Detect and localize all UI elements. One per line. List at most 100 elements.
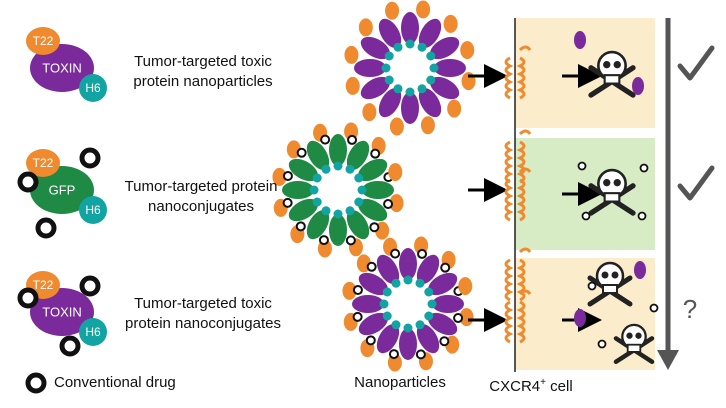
t22-subunit: [358, 18, 373, 37]
h6-subunit: [403, 323, 413, 333]
receptor-left-strand: [504, 56, 514, 100]
receptor-left-strand: [504, 178, 514, 222]
skull-eye: [603, 60, 611, 69]
released-toxin: [634, 261, 646, 279]
progression-arrowhead: [657, 350, 679, 370]
t22-subunit: [389, 194, 404, 213]
t22-subunit: [344, 45, 359, 64]
core-subunit: [401, 92, 419, 124]
h6-subunit: [426, 75, 436, 85]
core-subunit: [378, 18, 402, 48]
t22-subunit: [443, 14, 458, 33]
core-subunit: [354, 59, 386, 77]
cell-text: cell: [546, 378, 573, 395]
h6-subunit: [309, 185, 319, 195]
receptor-loop: [518, 129, 532, 136]
nanoparticle-row-1: [344, 0, 476, 136]
h6-subunit: [391, 320, 401, 330]
row-2-label-line-1: Tumor-targeted protein: [124, 178, 278, 195]
core-subunit: [428, 312, 458, 336]
t22-subunit: [458, 277, 473, 296]
drug-conjugate-icon: [369, 222, 380, 233]
h6-subunit: [379, 299, 389, 309]
core-subunit: [360, 36, 390, 60]
drug-conjugate-icon: [390, 248, 401, 259]
conventional-drug-icon: [35, 217, 57, 239]
t22-subunit: [416, 0, 431, 19]
h6-domain: [79, 196, 107, 224]
drug-conjugate-icon: [440, 262, 451, 273]
row-2-label: Tumor-targeted protein nanoconjugates: [112, 177, 290, 217]
h6-subunit: [405, 39, 415, 49]
skull-jaw: [603, 192, 621, 203]
h6-subunit: [312, 197, 322, 207]
h6-subunit: [415, 278, 425, 288]
core-subunit: [428, 272, 458, 296]
h6-subunit: [382, 311, 392, 321]
t22-domain: [26, 27, 60, 55]
cell-panel-row-1: [515, 18, 655, 128]
core-subunit: [352, 295, 384, 313]
released-drug: [597, 339, 607, 349]
h6-subunit: [333, 209, 343, 219]
conventional-drug-icon: [79, 147, 101, 169]
core-domain: [30, 288, 94, 336]
released-drug: [637, 211, 647, 221]
core-subunit: [288, 198, 318, 222]
h6-subunit: [424, 311, 434, 321]
receptor-loop: [518, 167, 532, 174]
drug-conjugate-icon: [282, 170, 293, 181]
core-subunit: [358, 312, 388, 336]
nanoparticle-row-3: [342, 236, 474, 372]
receptor-loop: [518, 45, 532, 52]
drug-conjugate-icon: [366, 261, 377, 272]
h6-domain-label: H6: [85, 325, 101, 339]
receptor-left-strand: [504, 300, 514, 344]
drug-conjugate-icon: [415, 349, 426, 360]
receptor-left-strand: [504, 140, 514, 184]
core-subunit: [376, 324, 400, 354]
core-subunit: [360, 76, 390, 100]
drug-conjugate-icon: [352, 311, 363, 322]
released-drug: [649, 303, 659, 313]
core-subunit: [418, 88, 442, 118]
h6-subunit: [415, 320, 425, 330]
drug-conjugate-icon: [347, 134, 358, 145]
t22-domain-label: T22: [33, 34, 54, 48]
core-subunit: [329, 214, 347, 246]
core-subunit: [346, 140, 370, 170]
h6-subunit: [321, 206, 331, 216]
core-subunit: [418, 18, 442, 48]
core-subunit: [282, 181, 314, 199]
core-subunit: [378, 88, 402, 118]
h6-subunit: [393, 42, 403, 52]
core-subunit: [430, 76, 460, 100]
t22-subunit: [385, 1, 400, 20]
skull-icon-row-3b: [613, 323, 655, 365]
released-drug: [639, 163, 649, 173]
h6-subunit: [417, 42, 427, 52]
skull-eye: [635, 332, 642, 339]
released-toxin: [632, 77, 644, 95]
drug-conjugate-icon: [388, 349, 399, 360]
core-domain-label: TOXIN: [42, 61, 82, 76]
t22-subunit: [362, 103, 377, 122]
h6-domain: [79, 318, 107, 346]
cxcr4-receptor-1: [504, 45, 532, 100]
row-1-label-line-1: Tumor-targeted toxic: [134, 53, 272, 70]
h6-subunit: [393, 84, 403, 94]
core-subunit: [362, 181, 394, 199]
drug-conjugate-icon: [295, 221, 306, 232]
released-drug: [577, 161, 587, 171]
core-subunit: [376, 254, 400, 284]
h6-subunit: [345, 164, 355, 174]
h6-subunit: [381, 63, 391, 73]
core-domain-label: GFP: [49, 183, 76, 198]
h6-subunit: [333, 161, 343, 171]
conventional-drug-icon: [59, 335, 81, 357]
core-subunit: [346, 210, 370, 240]
conventional-drug-icon: [79, 275, 101, 297]
